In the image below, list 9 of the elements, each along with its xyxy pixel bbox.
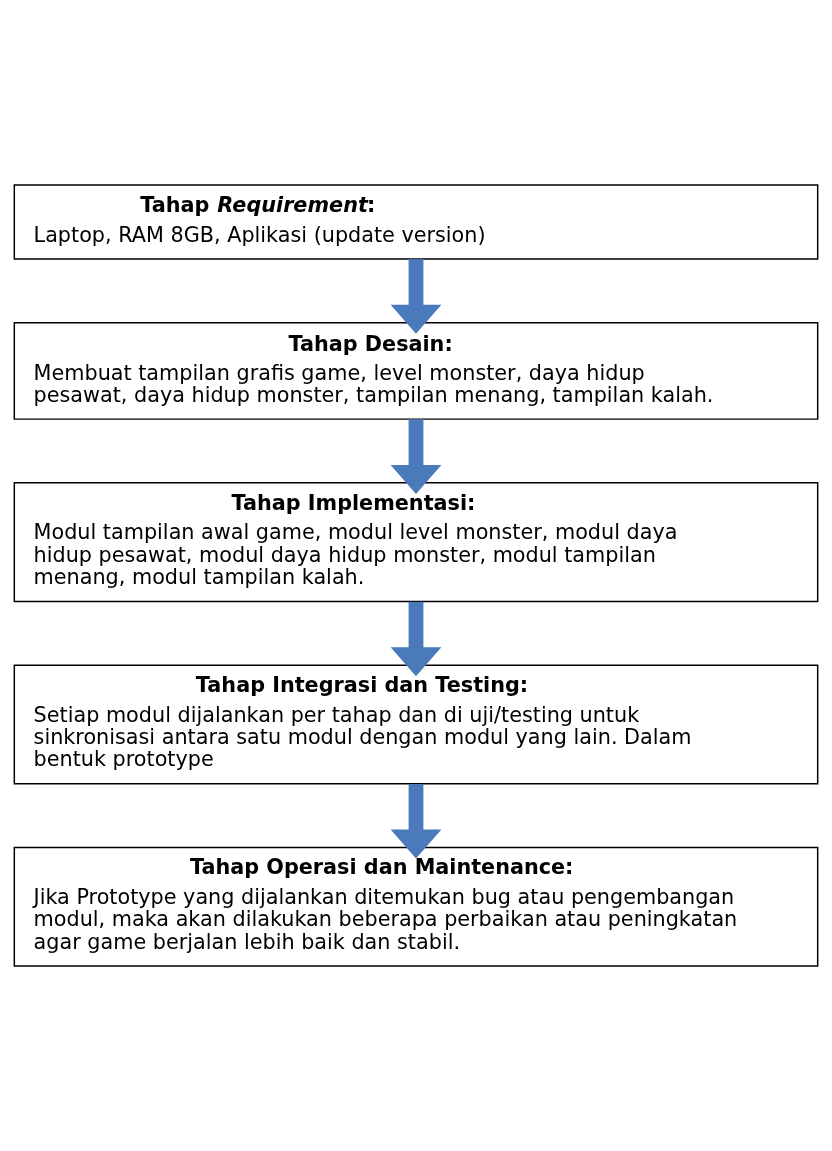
arrow <box>390 601 442 677</box>
arrow <box>390 419 442 494</box>
node-box: Tahap Implementasi: Modul tampilan awal game, modul level monster, modul daya hidup pesawat, modul daya hidup monster, modul tampilan menang, modul tampilan kalah. <box>13 482 819 603</box>
arrow <box>390 784 442 859</box>
node-box: Tahap Desain: Membuat tampilan grafis game, level monster, daya hidup pesawat, daya hidup monster, tampilan menang, tampilan kalah. <box>13 322 819 420</box>
node-box: Tahap Operasi dan Maintenance: Jika Prototype yang dijalankan ditemukan bug atau pengembangan modul, maka akan dilakukan beberapa perbaikan atau peningkatan agar game berjalan lebih baik dan stabil. <box>13 846 819 967</box>
arrow <box>390 259 442 334</box>
node-box: Tahap Integrasi dan Testing: Setiap modul dijalankan per tahap dan di uji/testing untuk sinkronisasi antara satu modul dengan modul yang lain. Dalam bentuk prototype <box>13 664 819 785</box>
node-box: Tahap Requirement: Laptop, RAM 8GB, Aplikasi (update version) <box>13 184 819 260</box>
